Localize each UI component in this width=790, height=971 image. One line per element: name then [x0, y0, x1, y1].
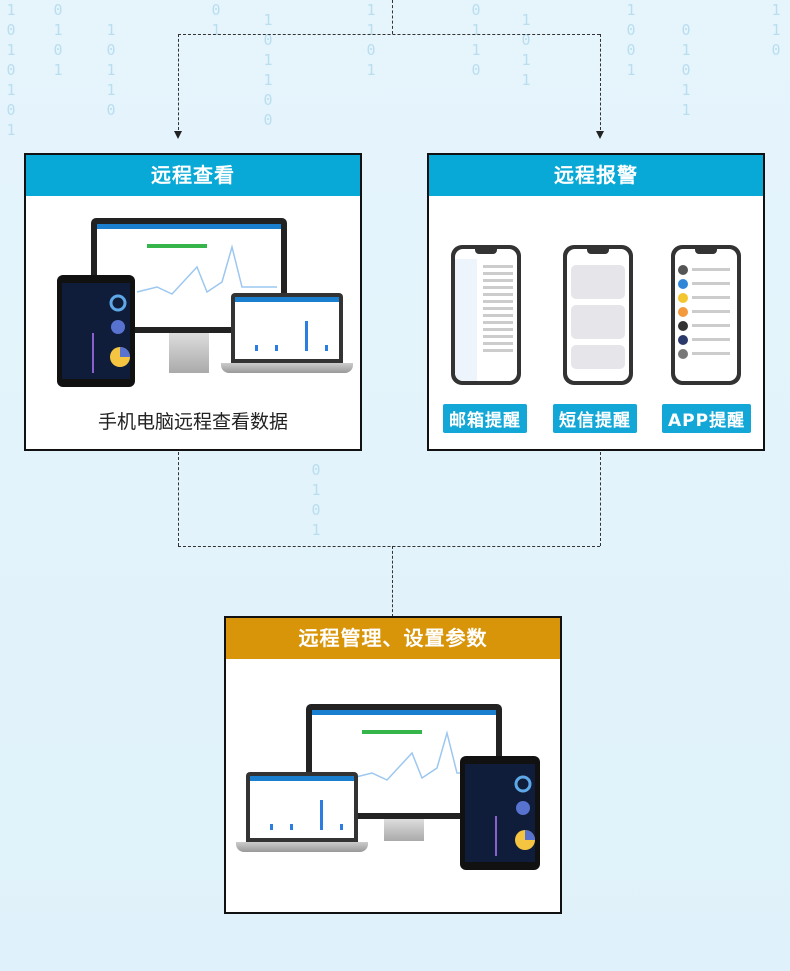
binary-digits: 1001 [626, 1, 636, 79]
binary-digits: 101100 [263, 11, 273, 129]
binary-digits: 01 [211, 1, 221, 39]
panel-title: 远程报警 [429, 155, 763, 196]
binary-digits: 10110 [106, 21, 116, 119]
arrow-down-icon [174, 131, 182, 139]
binary-digits: 0110 [471, 1, 481, 79]
sms-phone-screenshot [563, 245, 633, 385]
binary-digits: 1101 [366, 1, 376, 79]
binary-digits: 110 [771, 1, 781, 59]
panel-title: 远程管理、设置参数 [226, 618, 560, 659]
app-alert-badge: APP提醒 [662, 404, 752, 433]
remote-view-panel: 远程查看 手机电脑远程查看数据 [24, 153, 362, 451]
binary-digits: 01011 [681, 21, 691, 119]
arrow-down-icon [596, 131, 604, 139]
remote-alarm-panel: 远程报警 邮箱提醒 短信提醒 APP提醒 [427, 153, 765, 451]
email-alert-badge: 邮箱提醒 [443, 404, 527, 433]
sms-alert-badge: 短信提醒 [553, 404, 637, 433]
email-phone-screenshot [451, 245, 521, 385]
binary-digits: 1011 [521, 11, 531, 89]
panel-title: 远程查看 [26, 155, 360, 196]
app-phone-screenshot [671, 245, 741, 385]
binary-digits: 1010101 [6, 1, 16, 139]
panel-caption: 手机电脑远程查看数据 [97, 411, 288, 433]
binary-digits: 0101 [53, 1, 63, 79]
remote-manage-panel: 远程管理、设置参数 [224, 616, 562, 914]
binary-digits: 0101 [311, 461, 321, 539]
